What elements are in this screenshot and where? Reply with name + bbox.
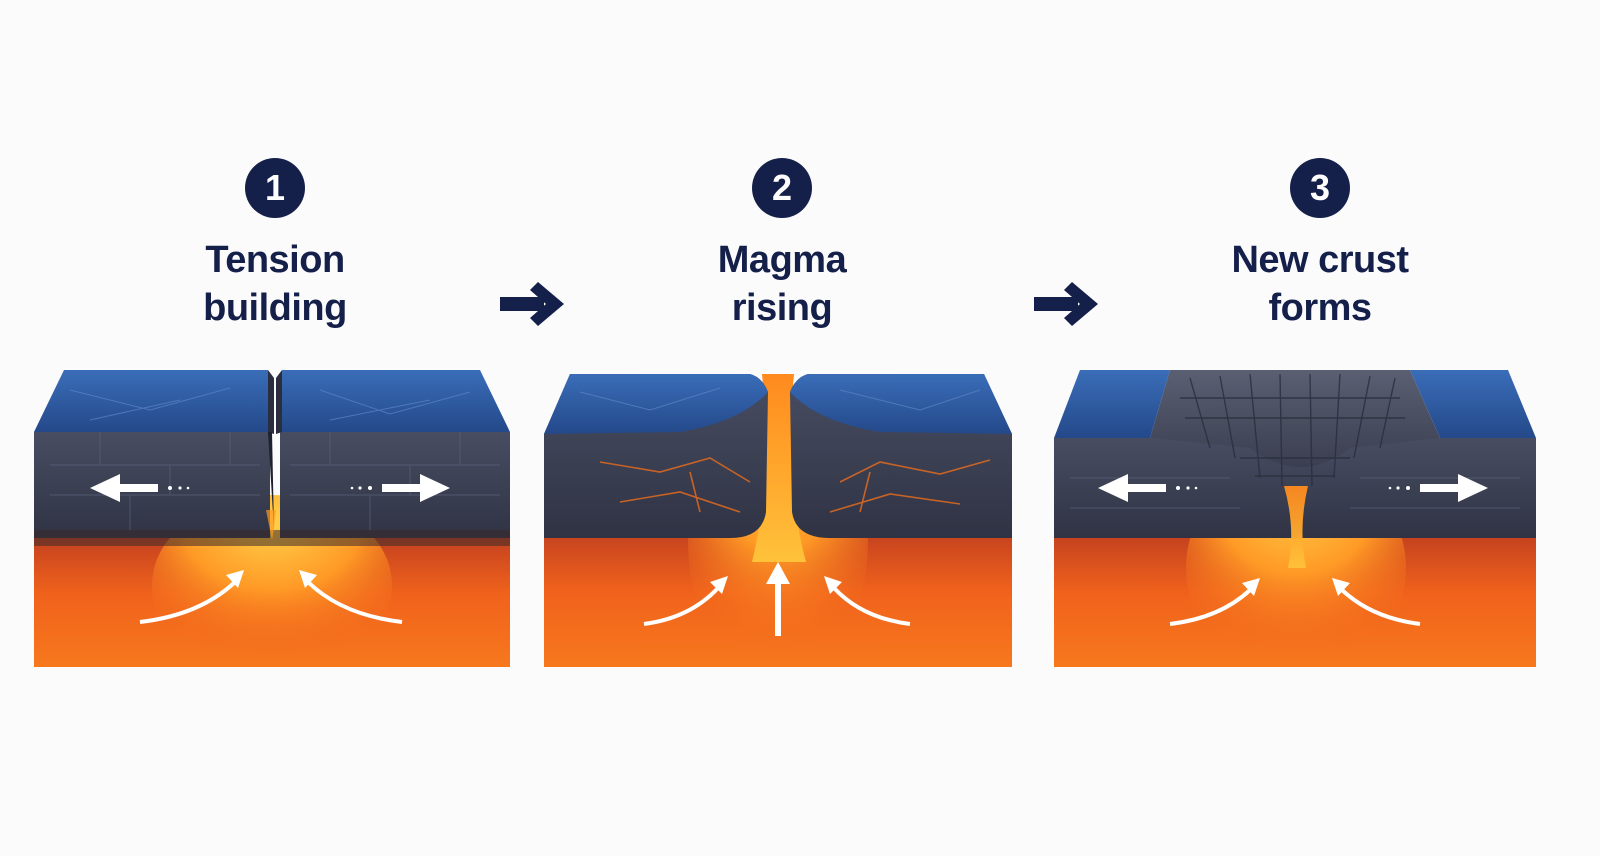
arrow-right-icon — [500, 282, 564, 326]
ocean-top-right — [1410, 370, 1536, 438]
curved-arrow-icon — [1169, 588, 1252, 626]
step-1-badge: 1 — [245, 158, 305, 218]
double-arrow-icon — [350, 474, 450, 502]
double-arrow-icon — [1098, 474, 1198, 502]
step-1-header: 1 Tension building — [125, 158, 425, 332]
block-tension-building — [34, 370, 510, 670]
curved-arrow-icon — [139, 580, 237, 624]
step-3-badge: 3 — [1290, 158, 1350, 218]
step-3-caption: New crust forms — [1231, 239, 1409, 329]
ocean-top-left — [34, 370, 268, 432]
step-2-header: 2 Magma rising — [632, 158, 932, 332]
double-arrow-icon — [1388, 474, 1488, 502]
curved-arrow-icon — [832, 586, 911, 626]
ocean-top-right — [282, 370, 510, 432]
curved-arrow-icon — [306, 580, 403, 624]
ocean-top-left — [544, 374, 768, 434]
block-new-crust-forms — [1054, 370, 1536, 670]
curved-arrow-icon — [643, 586, 720, 626]
step-3-header: 3 New crust forms — [1170, 158, 1470, 332]
up-arrow-icon — [766, 562, 790, 636]
arrow-right-icon — [1034, 282, 1098, 326]
step-2-badge: 2 — [752, 158, 812, 218]
step-2-caption: Magma rising — [717, 239, 847, 329]
double-arrow-icon — [90, 474, 190, 502]
step-1-caption: Tension building — [203, 239, 347, 329]
ocean-top-left — [1054, 370, 1170, 438]
block-magma-rising — [544, 374, 1012, 670]
ocean-top-right — [790, 374, 1012, 434]
curved-arrow-icon — [1340, 588, 1421, 626]
